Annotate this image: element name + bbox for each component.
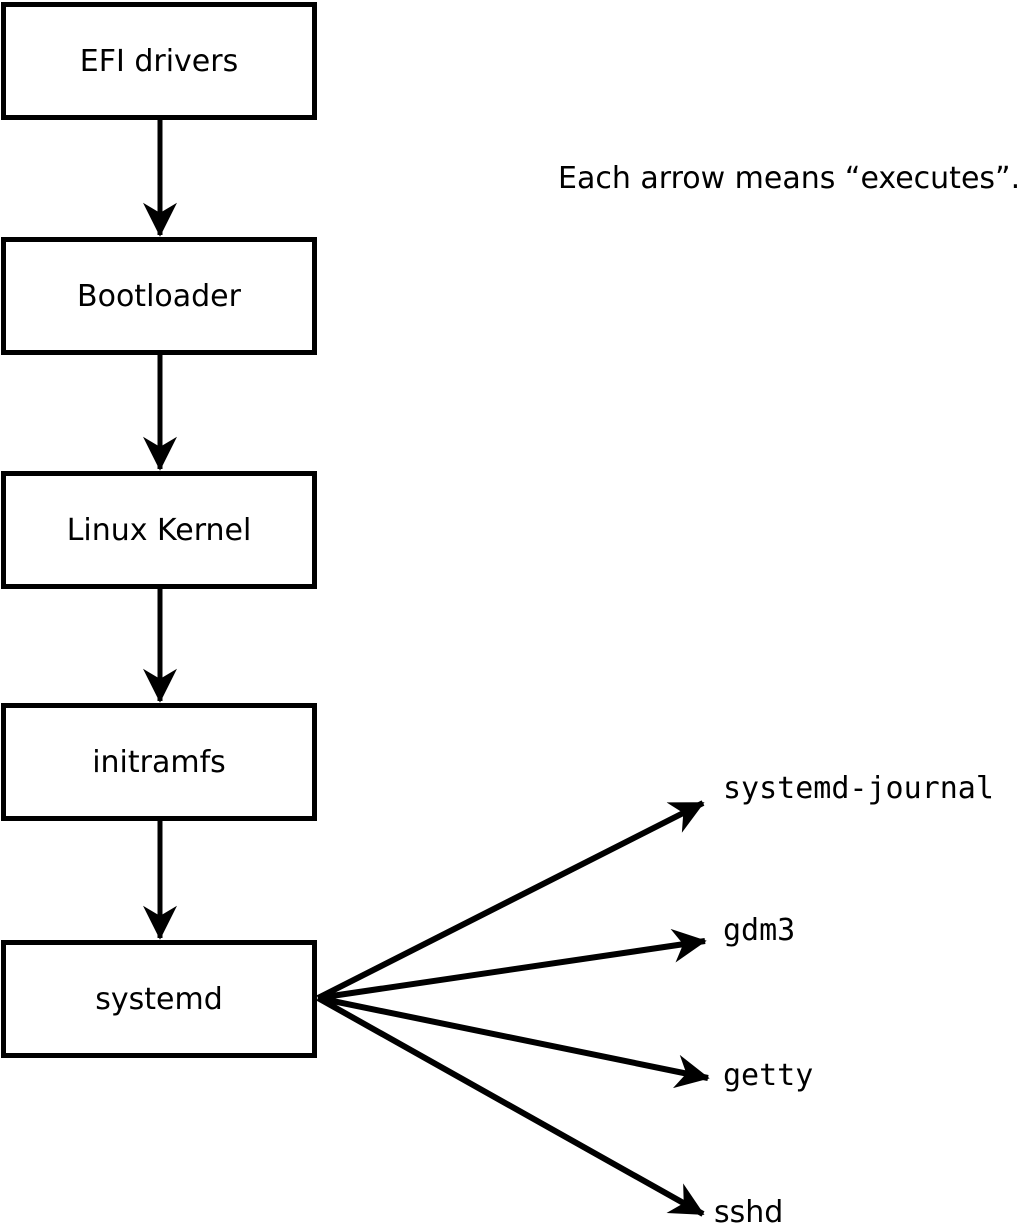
node-efi-drivers: EFI drivers: [1, 2, 317, 120]
node-bootloader: Bootloader: [1, 237, 317, 355]
node-label: Linux Kernel: [66, 512, 252, 548]
arrow-systemd-to-systemd-journal: [316, 800, 705, 1001]
label-sshd: sshd: [714, 1195, 784, 1230]
node-initramfs: initramfs: [1, 703, 317, 821]
node-label: EFI drivers: [79, 43, 239, 79]
arrow-systemd-to-getty: [317, 995, 710, 1089]
caption: Each arrow means “executes”.: [558, 161, 1021, 196]
arrow-systemd-to-gdm3: [317, 928, 707, 1001]
node-label: systemd: [95, 981, 223, 1017]
node-label: Bootloader: [77, 278, 241, 314]
label-systemd-journal: systemd-journal: [723, 771, 994, 806]
label-gdm3: gdm3: [723, 913, 796, 948]
node-label: initramfs: [92, 744, 226, 780]
node-systemd: systemd: [1, 940, 317, 1058]
label-getty: getty: [723, 1058, 814, 1093]
arrow-systemd-to-sshd: [316, 995, 705, 1217]
node-linux-kernel: Linux Kernel: [1, 471, 317, 589]
